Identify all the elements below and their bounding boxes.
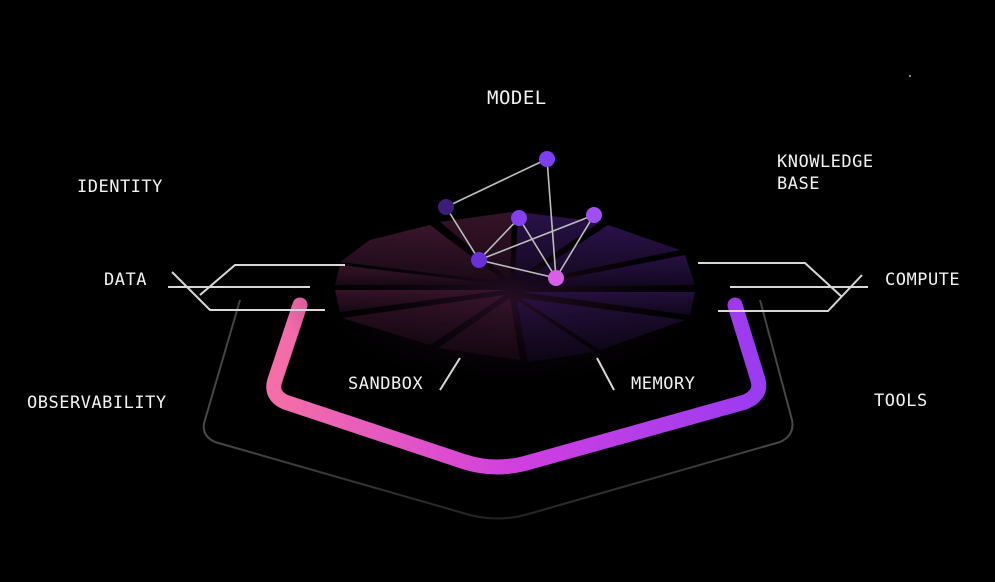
network-node <box>438 199 454 215</box>
compute-label: COMPUTE <box>885 270 961 290</box>
observability-label: OBSERVABILITY <box>27 393 167 413</box>
outer-ring <box>202 299 794 520</box>
knowledge-base-label-line1: KNOWLEDGE <box>777 152 874 172</box>
network-node <box>539 151 555 167</box>
data-label: DATA <box>104 270 147 290</box>
data-connector <box>168 264 345 311</box>
compute-connector <box>698 262 868 312</box>
knowledge-base-label-line2: BASE <box>777 174 820 194</box>
model-label: MODEL <box>487 87 547 109</box>
sandbox-label: SANDBOX <box>348 374 424 394</box>
memory-label: MEMORY <box>631 374 696 394</box>
identity-label: IDENTITY <box>77 177 163 197</box>
knowledge-base-label: KNOWLEDGE BASE <box>777 151 874 195</box>
platform <box>335 212 695 362</box>
gradient-ring <box>266 297 767 475</box>
model-network-edges <box>445 158 595 279</box>
network-node <box>511 210 527 226</box>
network-node <box>548 270 564 286</box>
network-node <box>586 207 602 223</box>
tools-label: TOOLS <box>874 391 928 411</box>
star-dot <box>908 74 912 78</box>
memory-pointer <box>596 357 615 391</box>
network-node <box>471 252 487 268</box>
sandbox-pointer <box>439 357 461 391</box>
